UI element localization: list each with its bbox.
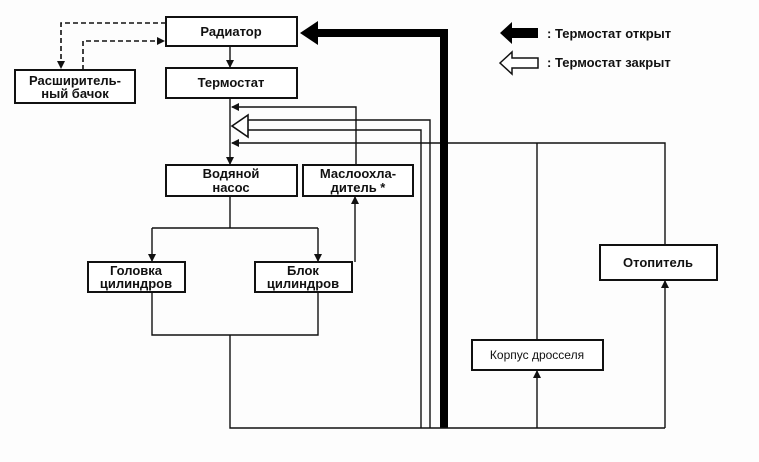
- water-pump-label-1: Водяной: [203, 166, 260, 181]
- legend-filled-arrow-icon: [500, 22, 538, 44]
- line-bypass-inner: [248, 129, 422, 428]
- oil-cooler-box: Маслоохла- дитель *: [302, 164, 414, 197]
- hollow-arrow-icon: [230, 113, 249, 139]
- cylinder-block-label-2: цилиндров: [267, 276, 339, 291]
- water-pump-label-2: насос: [212, 180, 249, 195]
- legend-hollow-arrow-icon: [498, 50, 539, 76]
- line-oil-cooler-return: [231, 103, 357, 165]
- thermostat-box: Термостат: [165, 67, 298, 99]
- line-head-block-merge: [151, 292, 319, 336]
- expansion-tank-label-1: Расширитель-: [29, 73, 121, 88]
- thick-line-open-thermostat: [316, 29, 448, 428]
- legend: : Термостат открыт : Термостат закрыт: [498, 22, 671, 76]
- heater-box: Отопитель: [599, 244, 718, 281]
- oil-cooler-label-2: дитель *: [331, 180, 387, 195]
- filled-arrow-icon: [300, 21, 318, 45]
- cylinder-block-box: Блок цилиндров: [254, 261, 353, 293]
- throttle-body-label: Корпус дросселя: [490, 348, 584, 362]
- line-heater-return: [231, 139, 666, 245]
- dashed-line-radiator-to-tank: [57, 22, 166, 69]
- radiator-box: Радиатор: [165, 16, 298, 47]
- cylinder-head-label-1: Головка: [110, 263, 163, 278]
- cylinder-head-box: Головка цилиндров: [87, 261, 186, 293]
- line-bottom-return: [229, 335, 665, 429]
- water-pump-box: Водяной насос: [165, 164, 298, 197]
- throttle-body-box: Корпус дросселя: [471, 339, 604, 371]
- expansion-tank-box: Расширитель- ный бачок: [14, 69, 136, 104]
- legend-open-label: : Термостат открыт: [547, 26, 671, 41]
- dashed-line-tank-to-radiator: [82, 37, 165, 70]
- legend-closed-label: : Термостат закрыт: [547, 55, 671, 70]
- cylinder-block-label-1: Блок: [287, 263, 319, 278]
- line-bypass-outer: [248, 119, 431, 428]
- heater-label: Отопитель: [623, 255, 693, 270]
- thermostat-label: Термостат: [198, 75, 265, 90]
- radiator-label: Радиатор: [200, 24, 261, 39]
- oil-cooler-label-1: Маслоохла-: [320, 166, 396, 181]
- cylinder-head-label-2: цилиндров: [100, 276, 172, 291]
- expansion-tank-label-2: ный бачок: [41, 86, 109, 101]
